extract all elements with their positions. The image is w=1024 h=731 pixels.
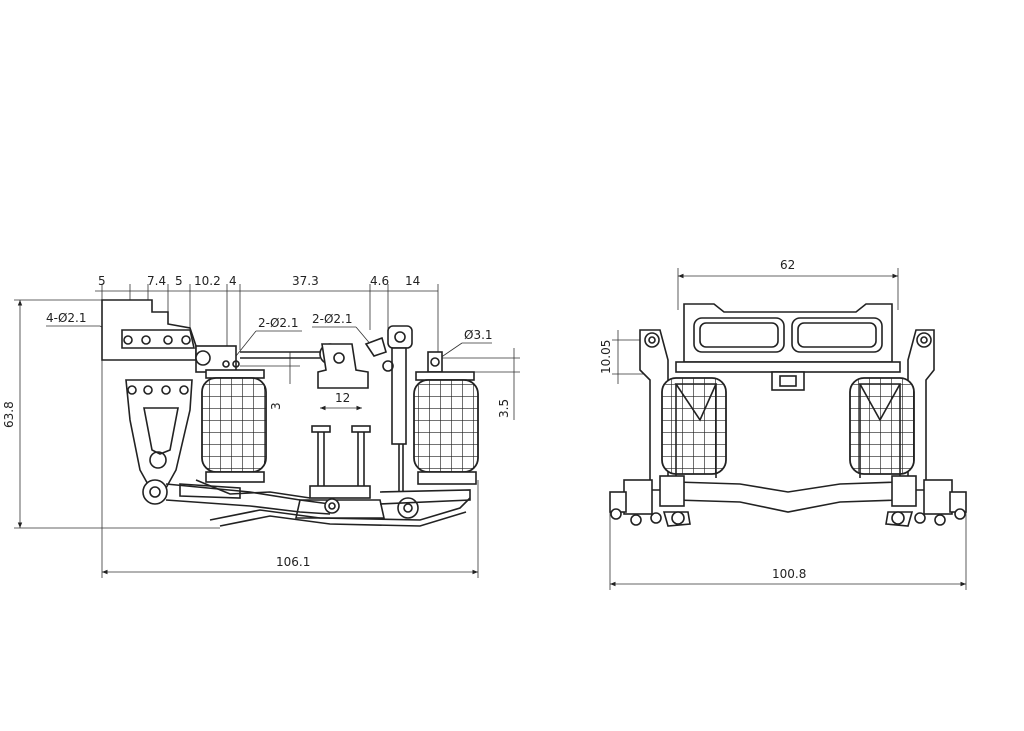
callout-3-1-hole: Ø3.1: [464, 328, 493, 342]
mounting-bracket: [101, 299, 197, 361]
dim-10-2: 10.2: [194, 274, 221, 288]
side-view: 5 7.4 5 10.2 4 37.3 4.6 14 63.8 106.1 4-…: [2, 274, 520, 578]
front-view: 62 10.05 100.8: [599, 258, 967, 590]
center-bracket: [317, 343, 369, 389]
shock-absorber: [364, 325, 419, 519]
width-62-dimension: 62: [677, 258, 899, 310]
dim-7-4: 7.4: [147, 274, 166, 288]
dim-100-8: 100.8: [772, 567, 806, 581]
hanger-arm: [125, 379, 193, 489]
callout-4-holes: 4-Ø2.1: [46, 311, 87, 325]
dim-3-5: 3.5: [497, 399, 511, 418]
dim-5-b: 5: [175, 274, 183, 288]
height-dimension: 63.8: [2, 299, 220, 529]
dim-106-1: 106.1: [276, 555, 310, 569]
crossmember: [675, 303, 901, 391]
dim-63-8: 63.8: [2, 401, 16, 428]
callout-2-holes-a: 2-Ø2.1: [258, 316, 299, 330]
trailing-arm: [142, 479, 471, 527]
hole-callouts: 4-Ø2.1 2-Ø2.1 2-Ø2.1 Ø3.1: [46, 311, 493, 359]
top-link: [195, 343, 341, 373]
width-dimension: 106.1: [101, 360, 479, 578]
dim-5-a: 5: [98, 274, 106, 288]
dim-62: 62: [780, 258, 795, 272]
dim-14: 14: [405, 274, 420, 288]
front-air-bag-right: [849, 377, 915, 478]
bolt-spacing-dim: 12: [320, 391, 362, 411]
dim-12: 12: [335, 391, 350, 405]
top-dimension-chain: 5 7.4 5 10.2 4 37.3 4.6 14: [95, 274, 439, 352]
lower-plate: [379, 489, 471, 505]
air-bag-right: [413, 351, 479, 485]
axle: [659, 475, 917, 513]
dim-10-05: 10.05: [599, 340, 613, 374]
dim-4-6: 4.6: [370, 274, 389, 288]
hub-left: [609, 479, 691, 527]
dim-4: 4: [229, 274, 237, 288]
u-bolts: [295, 425, 385, 519]
hub-right: [885, 479, 967, 527]
air-bag-left: [201, 369, 267, 483]
callout-2-holes-b: 2-Ø2.1: [312, 312, 353, 326]
dim-37-3: 37.3: [292, 274, 319, 288]
front-air-bag-left: [661, 377, 727, 478]
dim-3: 3: [269, 402, 283, 410]
width-100-8-dimension: 100.8: [609, 500, 967, 590]
